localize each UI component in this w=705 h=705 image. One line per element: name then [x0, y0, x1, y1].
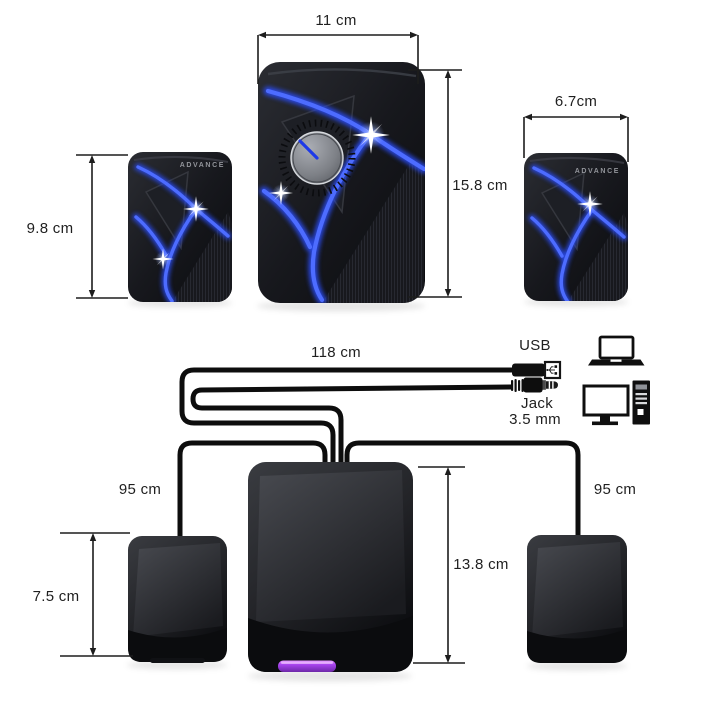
satellite-speaker-left-front	[128, 152, 232, 302]
cables	[177, 367, 581, 540]
desktop-computer-icon	[582, 380, 650, 426]
subwoofer-front	[258, 62, 425, 303]
dim-line-satellite-depth	[60, 532, 133, 657]
jack-3-5mm-plug-icon	[511, 377, 558, 393]
subwoofer-back	[248, 462, 413, 672]
laptop-icon	[588, 335, 645, 366]
usb-cable	[179, 367, 514, 470]
satellite-speaker-right-back	[527, 535, 627, 663]
dim-line-subwoofer-depth	[413, 466, 465, 664]
dim-label-left-cable-length: 95 cm	[118, 481, 162, 498]
satellite-speaker-left-back	[128, 536, 227, 663]
dim-label-subwoofer-depth: 13.8 cm	[453, 556, 509, 573]
satellite-speaker-right-front	[524, 153, 628, 301]
usb-plug-icon	[512, 360, 562, 380]
dim-label-satellite-depth: 7.5 cm	[32, 588, 80, 605]
jack-label: Jack	[520, 395, 554, 412]
dim-line-satellite-width	[523, 113, 629, 162]
brand-logo-right-satellite: ADVANCE	[574, 168, 620, 175]
dimension-lines	[60, 31, 629, 664]
volume-knob	[278, 119, 356, 197]
dim-label-satellite-height: 9.8 cm	[26, 220, 74, 237]
brand-logo-left-satellite: ADVANCE	[179, 162, 225, 169]
dim-label-right-cable-length: 95 cm	[593, 481, 637, 498]
dim-line-subwoofer-width	[257, 31, 419, 84]
dim-line-satellite-height	[76, 154, 128, 299]
dim-line-subwoofer-height	[408, 69, 462, 298]
dim-label-subwoofer-width: 11 cm	[315, 12, 357, 29]
right-satellite-cable	[344, 440, 581, 540]
dim-label-main-cable-length: 118 cm	[311, 344, 361, 361]
dim-label-subwoofer-height: 15.8 cm	[452, 177, 508, 194]
purple-led-strip	[278, 660, 336, 672]
dim-label-satellite-width: 6.7cm	[554, 93, 598, 110]
jack-cable	[190, 384, 514, 470]
left-satellite-cable	[177, 440, 328, 540]
usb-label: USB	[519, 337, 551, 354]
jack-size-label: 3.5 mm	[509, 411, 561, 428]
